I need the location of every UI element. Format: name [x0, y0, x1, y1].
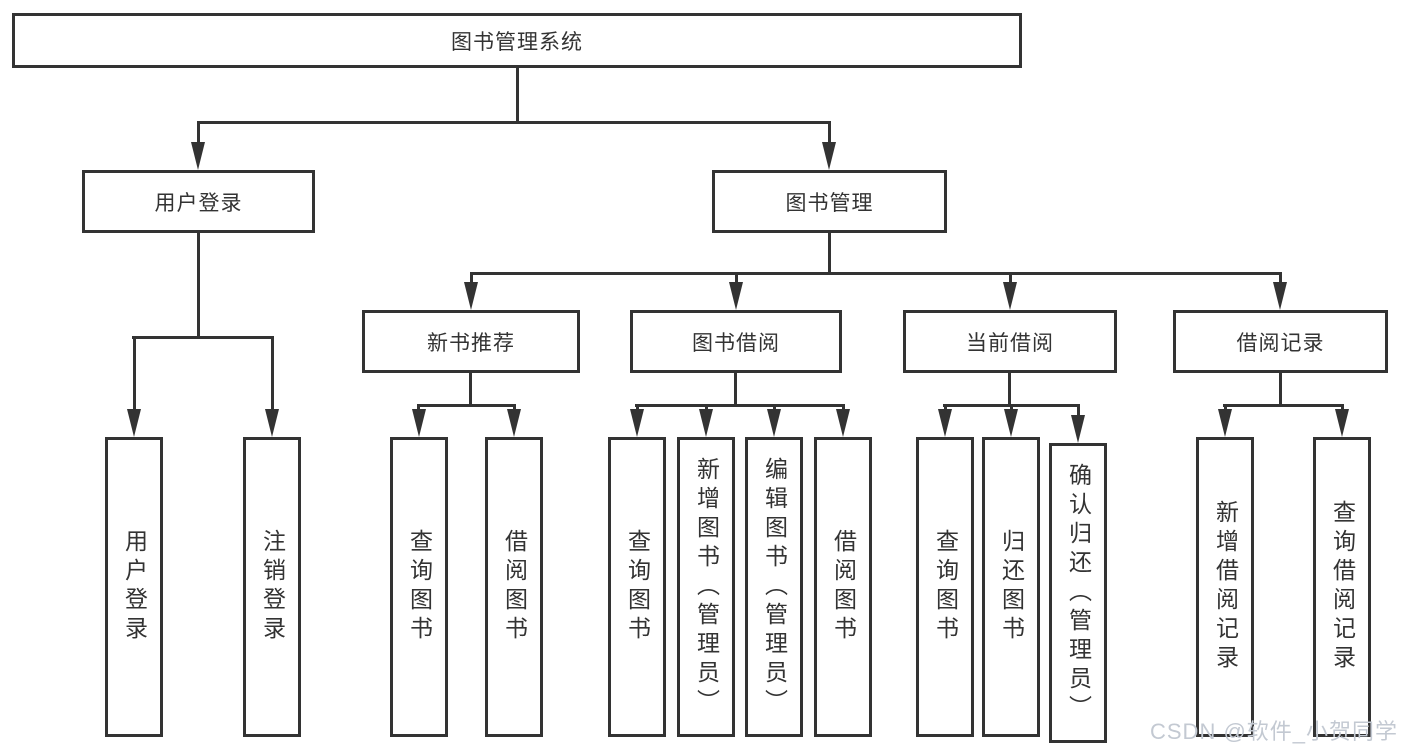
arrowhead-down-icon: [412, 409, 426, 437]
arrowhead-down-icon: [699, 409, 713, 437]
arrowhead-down-icon: [822, 142, 836, 170]
leaf-add-borrow-record: 新增借阅记录: [1196, 437, 1254, 737]
connector-current-borrowing-feed-line: [1008, 373, 1011, 406]
leaf-edit-books-admin: 编辑图书（管理员）: [745, 437, 803, 737]
connector-drop-line: [417, 404, 420, 412]
connector-drop-borrowing-records: [1279, 272, 1282, 285]
connector-book-borrowing-bus-line: [635, 404, 844, 407]
node-book-management: 图书管理: [712, 170, 947, 233]
node-borrowing-records: 借阅记录: [1173, 310, 1388, 373]
connector-book-borrowing-feed-line: [734, 373, 737, 406]
arrowhead-down-icon: [1003, 282, 1017, 310]
leaf-return-books: 归还图书: [982, 437, 1040, 737]
node-current-borrowing: 当前借阅: [903, 310, 1117, 373]
connector-drop-line: [1077, 404, 1080, 417]
leaf-query-books-current: 查询图书: [916, 437, 974, 737]
leaf-borrow-books-recommend: 借阅图书: [485, 437, 543, 737]
connector-level3-bus-line: [470, 272, 1282, 275]
arrowhead-down-icon: [191, 142, 205, 170]
connector-new-book-feed-line: [469, 373, 472, 406]
connector-drop-user-login: [197, 121, 200, 145]
connector-book-management-feed-line: [828, 233, 831, 274]
connector-drop-line: [842, 404, 845, 412]
arrowhead-down-icon: [1071, 415, 1085, 443]
connector-drop-book-borrowing: [735, 272, 738, 285]
leaf-query-borrow-record: 查询借阅记录: [1313, 437, 1371, 737]
arrowhead-down-icon: [265, 409, 279, 437]
arrowhead-down-icon: [767, 409, 781, 437]
connector-drop-line: [773, 404, 776, 412]
node-book-borrowing: 图书借阅: [630, 310, 842, 373]
connector-new-book-bus-line: [417, 404, 516, 407]
node-user-login: 用户登录: [82, 170, 315, 233]
connector-drop-line: [1341, 404, 1344, 412]
node-new-book-recommend: 新书推荐: [362, 310, 580, 373]
arrowhead-down-icon: [1335, 409, 1349, 437]
connector-drop-leaf-user-login: [133, 336, 136, 412]
connector-drop-new-book: [470, 272, 473, 285]
arrowhead-down-icon: [507, 409, 521, 437]
connector-drop-book-management: [828, 121, 831, 145]
csdn-watermark: CSDN @软件_小贺同学: [1150, 719, 1399, 744]
connector-drop-leaf-logout: [271, 336, 274, 412]
arrowhead-down-icon: [630, 409, 644, 437]
leaf-query-books-recommend: 查询图书: [390, 437, 448, 737]
connector-drop-line: [1010, 404, 1013, 412]
connector-drop-line: [513, 404, 516, 412]
leaf-confirm-return-admin: 确认归还（管理员）: [1049, 443, 1107, 743]
connector-drop-line: [944, 404, 947, 412]
leaf-add-books-admin: 新增图书（管理员）: [677, 437, 735, 737]
leaf-query-books-borrowing: 查询图书: [608, 437, 666, 737]
leaf-borrow-books-borrowing: 借阅图书: [814, 437, 872, 737]
leaf-user-login: 用户登录: [105, 437, 163, 737]
arrowhead-down-icon: [729, 282, 743, 310]
arrowhead-down-icon: [1004, 409, 1018, 437]
node-library-management-system: 图书管理系统: [12, 13, 1022, 68]
connector-borrowing-records-feed-line: [1279, 373, 1282, 406]
arrowhead-down-icon: [836, 409, 850, 437]
connector-root-feed-line: [516, 68, 519, 121]
connector-borrowing-records-bus-line: [1223, 404, 1343, 407]
connector-user-login-feed-line: [197, 233, 200, 337]
arrowhead-down-icon: [1218, 409, 1232, 437]
arrowhead-down-icon: [464, 282, 478, 310]
connector-drop-current-borrowing: [1009, 272, 1012, 285]
arrowhead-down-icon: [1273, 282, 1287, 310]
connector-drop-line: [705, 404, 708, 412]
arrowhead-down-icon: [938, 409, 952, 437]
arrowhead-down-icon: [127, 409, 141, 437]
connector-drop-line: [636, 404, 639, 412]
connector-drop-line: [1224, 404, 1227, 412]
connector-root-bus-line: [197, 121, 831, 124]
leaf-logout: 注销登录: [243, 437, 301, 737]
connector-user-login-bus-line: [132, 336, 274, 339]
